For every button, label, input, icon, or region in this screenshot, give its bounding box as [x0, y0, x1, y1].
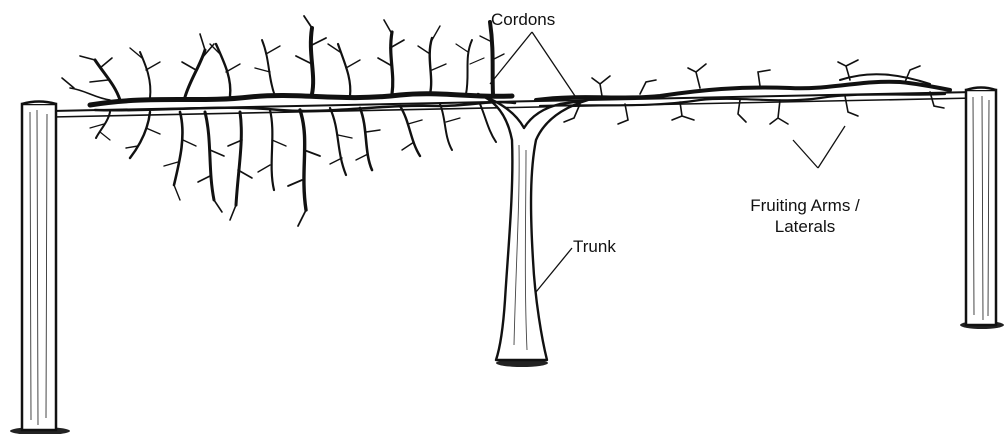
cordons-leader-right: [532, 32, 575, 96]
fruiting-leader-right: [818, 126, 845, 168]
vine-trunk: [478, 94, 588, 360]
trunk-label: Trunk: [573, 236, 616, 257]
fruiting-arms-label-line2: Laterals: [720, 216, 890, 237]
trunk-leader: [536, 248, 572, 292]
right-post: [966, 88, 996, 326]
fruiting-leader-left: [793, 140, 818, 168]
leader-lines: [490, 32, 845, 292]
cordons-label: Cordons: [491, 9, 555, 30]
right-fruiting-spurs: [564, 60, 944, 124]
left-post: [22, 102, 56, 431]
fruiting-arms-label-line1: Fruiting Arms /: [720, 195, 890, 216]
cordons: [90, 74, 950, 111]
left-fruiting-laterals: [62, 16, 504, 226]
fruiting-arms-label: Fruiting Arms / Laterals: [720, 195, 890, 237]
